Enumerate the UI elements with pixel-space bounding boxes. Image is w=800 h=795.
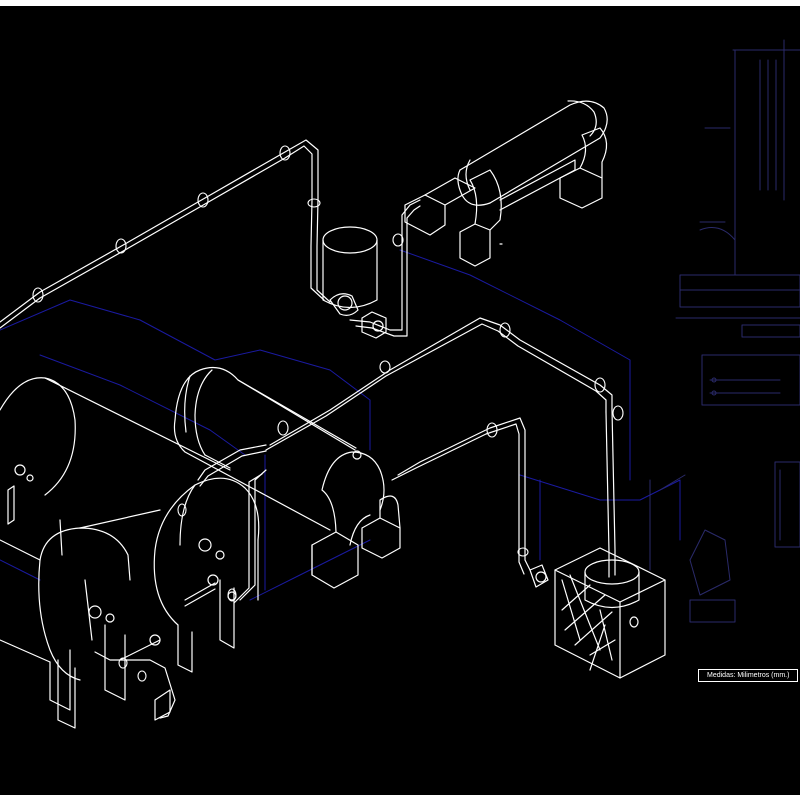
hidden-reference-lines (0, 249, 681, 601)
units-note: Medidas: Milimetros (mm.) (698, 669, 798, 682)
piping-lines (0, 139, 616, 719)
viewport-top-border (0, 0, 800, 6)
small-vertical-tank (322, 226, 387, 339)
central-horizontal-tank (173, 367, 401, 589)
detail-elevation-view (649, 39, 800, 623)
upper-horizontal-tank (404, 100, 608, 267)
filter-unit (529, 547, 666, 679)
large-storage-tanks (0, 377, 260, 729)
pipe-flanges (32, 145, 624, 682)
